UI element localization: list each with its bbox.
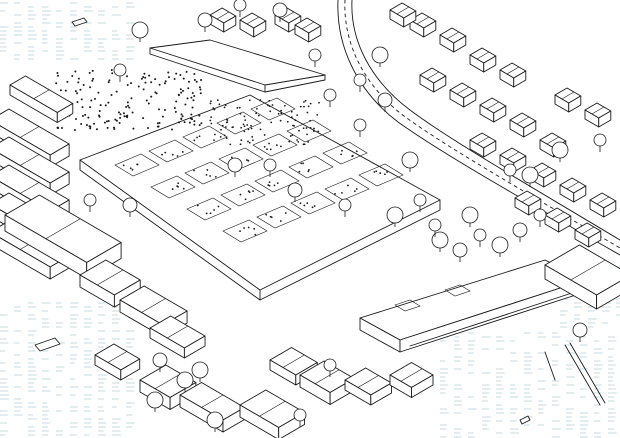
house xyxy=(210,8,236,32)
tree-icon xyxy=(474,229,486,247)
pier xyxy=(545,343,605,405)
tree-icon xyxy=(354,119,366,137)
tree-icon xyxy=(432,232,448,252)
tree-icon xyxy=(573,323,587,342)
central-market-complex xyxy=(80,95,440,300)
boat-icon xyxy=(72,18,87,26)
long-canopy-building xyxy=(150,40,325,92)
house xyxy=(470,48,496,72)
house xyxy=(470,133,496,157)
tree-icon xyxy=(378,93,392,112)
house xyxy=(440,28,466,52)
tree-icon xyxy=(522,167,538,187)
tree-icon xyxy=(492,237,508,257)
tree-icon xyxy=(123,198,137,217)
tree-icon xyxy=(324,89,336,107)
house xyxy=(585,103,611,127)
tree-icon xyxy=(132,22,148,42)
house xyxy=(590,193,616,217)
house xyxy=(560,178,586,202)
tree-icon xyxy=(234,0,246,17)
tree-icon xyxy=(147,392,163,412)
tree-icon xyxy=(114,64,126,82)
tree-icon xyxy=(192,362,208,382)
building xyxy=(345,368,391,405)
house xyxy=(450,83,476,107)
tree-icon xyxy=(534,209,546,227)
tree-icon xyxy=(84,194,96,212)
tree-icon xyxy=(453,243,467,262)
house xyxy=(555,88,581,112)
tree-icon xyxy=(372,47,388,67)
tree-icon xyxy=(504,164,516,182)
boat-icon xyxy=(35,338,60,351)
tree-icon xyxy=(513,223,527,242)
house xyxy=(510,113,536,137)
tree-icon xyxy=(198,13,212,32)
house xyxy=(545,208,571,232)
tree-icon xyxy=(594,134,606,152)
house xyxy=(500,63,526,87)
house xyxy=(420,68,446,92)
tree-icon xyxy=(402,152,418,172)
house xyxy=(480,98,506,122)
tree-icon xyxy=(552,142,568,162)
house xyxy=(240,13,266,37)
tree-icon xyxy=(309,49,321,67)
boat-icon xyxy=(520,416,530,424)
building xyxy=(390,363,433,398)
tree-icon xyxy=(354,74,366,92)
tree-icon xyxy=(462,207,478,227)
building xyxy=(95,344,140,380)
